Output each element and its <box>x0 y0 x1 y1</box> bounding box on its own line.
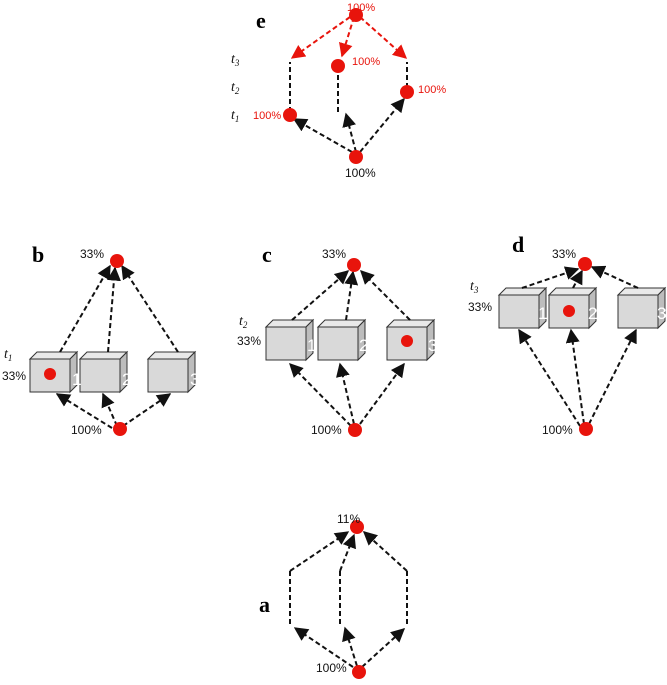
box-b-3-number: 3 <box>190 370 199 389</box>
node-e-bottom <box>349 150 363 164</box>
panel-d: d 1 2 3 33% t3 33% 100% <box>468 232 666 437</box>
box-b-2 <box>79 351 128 393</box>
pct-e-left: 100% <box>253 110 281 122</box>
box-b-2-number: 2 <box>122 370 131 389</box>
node-e-right <box>400 85 414 99</box>
box-d-3-number: 3 <box>657 304 666 323</box>
ball-b <box>44 368 56 380</box>
box-d-2-number: 2 <box>588 304 597 323</box>
panel-e-upper-arrows <box>290 16 408 59</box>
panel-c-arrows <box>289 270 411 427</box>
ball-c <box>401 335 413 347</box>
pct-e-right: 100% <box>418 84 446 96</box>
box-b-1-number: 1 <box>72 370 81 389</box>
panel-c: c 1 2 3 33% t2 33% 100% <box>237 242 437 437</box>
pct-c-top: 33% <box>322 247 346 261</box>
pct-b-bottom: 100% <box>71 423 102 437</box>
box-c-2-number: 2 <box>359 336 368 355</box>
pct-b-top: 33% <box>80 247 104 261</box>
time-label-d: t3 <box>470 279 479 295</box>
panel-e-lower-arrows <box>289 62 408 153</box>
box-c-1-number: 1 <box>307 336 316 355</box>
node-c-top <box>347 258 361 272</box>
panel-b-arrows <box>55 264 179 429</box>
node-b-top <box>110 254 124 268</box>
panel-label-c: c <box>262 242 272 267</box>
panel-label-a: a <box>259 592 270 617</box>
pct-d-bottom: 100% <box>542 423 573 437</box>
node-d-top <box>578 257 592 271</box>
panel-d-arrows <box>518 265 639 427</box>
time-label-t1: t1 <box>231 108 239 124</box>
panel-a: a 11% 100% <box>259 512 408 679</box>
node-e-top <box>349 8 363 22</box>
node-a-bottom <box>352 665 366 679</box>
panel-e: e t3 t2 t1 100% 100% 100% 100% 100% <box>231 2 446 180</box>
pct-c-bottom: 100% <box>311 423 342 437</box>
box-d-1-number: 1 <box>538 304 547 323</box>
box-c-1 <box>265 319 314 361</box>
panel-a-arrows <box>289 531 408 668</box>
pct-d-top: 33% <box>552 247 576 261</box>
pct-e-mid: 100% <box>352 56 380 68</box>
panel-label-e: e <box>256 8 266 33</box>
node-b-bottom <box>113 422 127 436</box>
pct-a-top: 11% <box>337 512 360 526</box>
node-c-bottom <box>348 423 362 437</box>
pct-b-time: 33% <box>2 369 26 383</box>
node-a-top <box>350 520 364 534</box>
pct-e-bottom: 100% <box>345 166 376 180</box>
time-label-b: t1 <box>4 347 12 363</box>
ball-d <box>563 305 575 317</box>
pct-d-time: 33% <box>468 300 492 314</box>
box-c-2 <box>317 319 366 361</box>
node-e-left <box>283 108 297 122</box>
box-b-3 <box>147 351 196 393</box>
time-label-t3: t3 <box>231 52 240 68</box>
panel-b: b 1 2 3 33% t1 33% 100% <box>2 242 199 437</box>
pct-e-top: 100% <box>347 2 375 14</box>
pct-a-bottom: 100% <box>316 661 347 675</box>
panel-label-d: d <box>512 232 524 257</box>
pct-c-time: 33% <box>237 334 261 348</box>
panel-label-b: b <box>32 242 44 267</box>
time-label-t2: t2 <box>231 80 240 96</box>
time-label-c: t2 <box>239 314 248 330</box>
box-c-3-number: 3 <box>428 336 437 355</box>
node-e-mid <box>331 59 345 73</box>
node-d-bottom <box>579 422 593 436</box>
